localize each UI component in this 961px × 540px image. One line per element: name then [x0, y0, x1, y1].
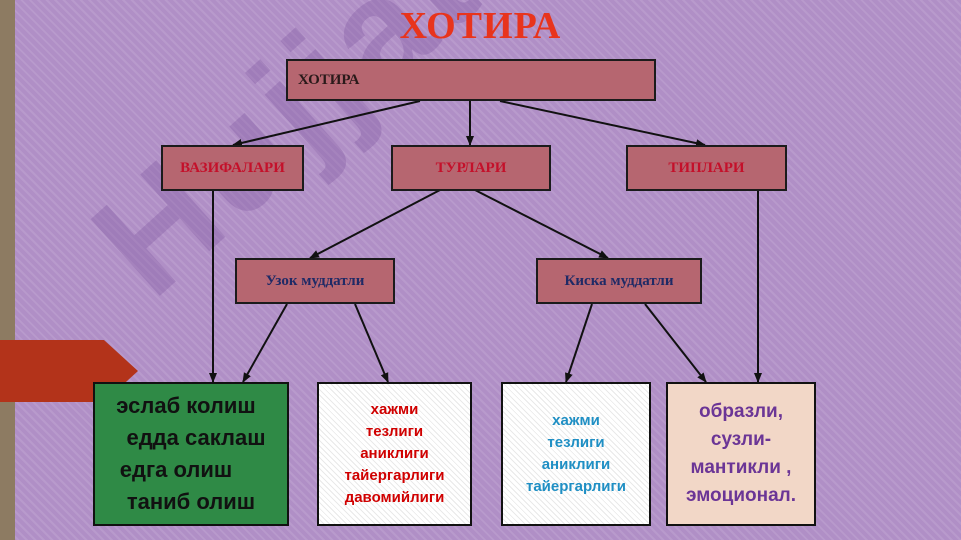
types-node: ТИПЛАРИ	[626, 145, 787, 191]
long-term-list-item: тайергарлиги	[344, 467, 445, 484]
long-term-list-box: хажми тезлиги аниклиги тайергарлиги даво…	[317, 382, 472, 526]
short-term-list-box: хажми тезлиги аниклиги тайергарлиги	[501, 382, 651, 526]
long-term-node: Узок муддатли	[235, 258, 395, 304]
short-term-list-item: тайергарлиги	[525, 478, 626, 495]
arrow-root-functions	[232, 100, 421, 147]
arrow-kinds-long	[309, 189, 441, 259]
arrow-short-types	[644, 303, 707, 383]
functions-list-box: эслаб колиш едда саклаш едга олиш таниб …	[93, 382, 289, 526]
long-term-list-item: давомийлиги	[344, 489, 445, 506]
kinds-node-label: ТУРЛАРИ	[435, 159, 507, 176]
slide-title: ХОТИРА	[399, 5, 562, 47]
arrow-kinds-short	[474, 189, 609, 259]
types-list-item: эмоционал.	[685, 485, 796, 506]
arrow-short-box	[565, 303, 593, 383]
types-list-item: образли,	[699, 401, 783, 422]
long-term-node-label: Узок муддатли	[265, 272, 365, 289]
types-list-item: мантикли ,	[690, 457, 792, 478]
left-accent-bar	[0, 0, 15, 540]
short-term-list-item: тезлиги	[547, 434, 605, 451]
types-node-label: ТИПЛАРИ	[668, 159, 745, 176]
functions-list-item: едда саклаш	[126, 425, 266, 450]
root-node-label: ХОТИРА	[298, 71, 360, 88]
long-term-list-item: хажми	[370, 401, 419, 418]
long-term-list-item: тезлиги	[365, 423, 424, 440]
root-node: ХОТИРА	[286, 59, 656, 101]
arrow-long-functions	[242, 303, 288, 383]
short-term-list-item: хажми	[552, 412, 600, 429]
short-term-node-label: Киска муддатли	[564, 272, 674, 289]
short-term-node: Киска муддатли	[536, 258, 702, 304]
short-term-list-item: аниклиги	[541, 456, 611, 473]
types-list-box: образли, сузли- мантикли , эмоционал.	[666, 382, 816, 526]
arrow-root-types	[499, 100, 706, 148]
functions-node-label: ВАЗИФАЛАРИ	[180, 159, 285, 176]
types-list-item: сузли-	[710, 429, 772, 450]
long-term-list-item: аниклиги	[360, 445, 429, 462]
functions-list-item: едга олиш	[119, 457, 233, 482]
functions-node: ВАЗИФАЛАРИ	[161, 145, 304, 191]
functions-list-item: таниб олиш	[126, 489, 256, 514]
functions-list-item: эслаб колиш	[116, 393, 256, 418]
kinds-node: ТУРЛАРИ	[391, 145, 551, 191]
arrow-long-box	[354, 303, 389, 383]
